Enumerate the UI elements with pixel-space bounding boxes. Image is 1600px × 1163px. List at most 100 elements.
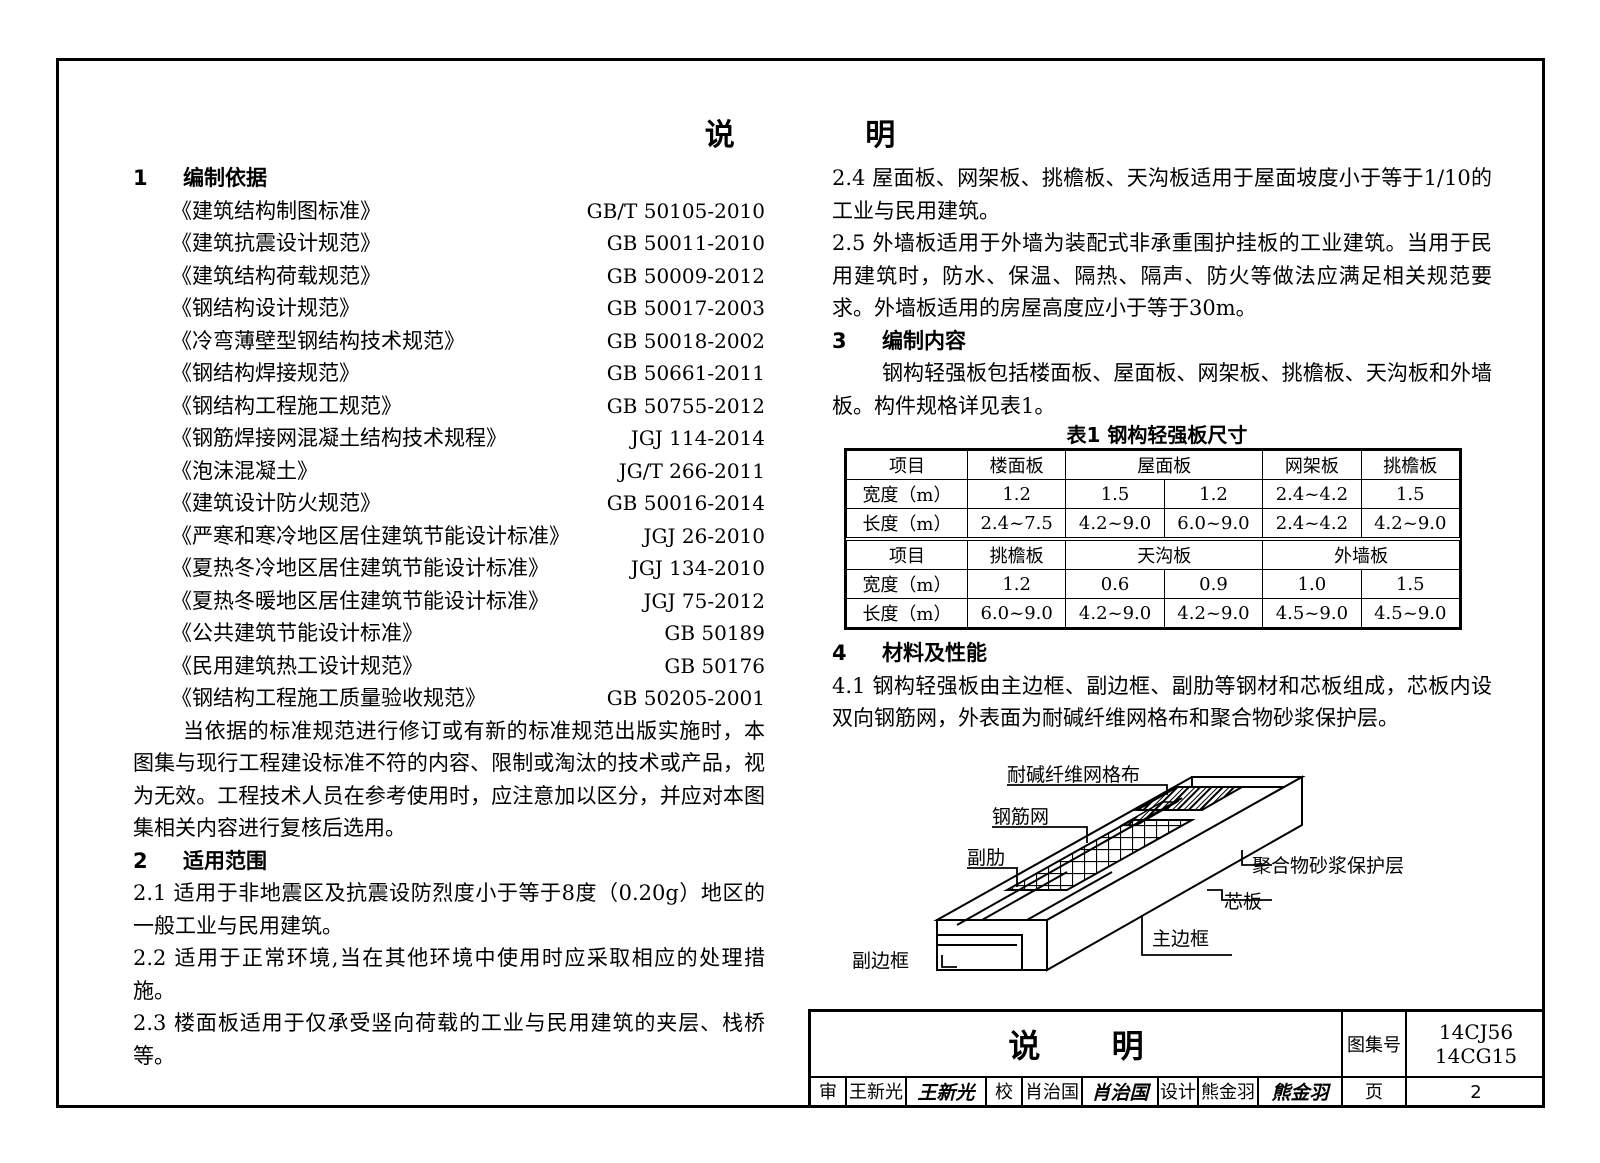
table-caption: 表1 钢构轻强板尺寸 bbox=[1066, 423, 1248, 447]
page-number: 2 bbox=[1470, 1082, 1482, 1103]
reference-code: GB 50011-2010 bbox=[606, 231, 765, 255]
design-signature: 熊金羽 bbox=[1259, 1078, 1343, 1108]
clause-2-2: 2.2 适用于正常环境,当在其他环境中使用时应采取相应的处理措施。 bbox=[133, 946, 765, 1003]
reference-item: 《夏热冬冷地区居住建筑节能设计标准》 JGJ 134-2010 bbox=[133, 552, 765, 585]
title-block-name: 说 明 bbox=[811, 1012, 1343, 1078]
clause-4-1: 4.1 钢构轻强板由主边框、副边框、副肋等钢材和芯板组成，芯板内设双向钢筋网，外… bbox=[832, 673, 1492, 731]
reference-code: GB 50009-2012 bbox=[606, 263, 765, 288]
reference-list: 《建筑结构制图标准》 GB/T 50105-2010 《建筑抗震设计规范》 GB 50… bbox=[133, 195, 765, 715]
reference-title: 《民用建筑热工设计规范》 bbox=[171, 653, 423, 678]
atlas-label: 图集号 bbox=[1343, 1012, 1407, 1078]
right-column: 2.4 屋面板、网架板、挑檐板、天沟板适用于屋面坡度小于等于1/10的工业与民用… bbox=[832, 162, 1492, 735]
reference-title: 《建筑结构制图标准》 bbox=[171, 198, 381, 223]
reference-item: 《泡沫混凝土》 JG/T 266-2011 bbox=[133, 455, 765, 488]
reference-item: 《严寒和寒冷地区居住建筑节能设计标准》 JGJ 26-2010 bbox=[133, 520, 765, 553]
reference-title: 《建筑抗震设计规范》 bbox=[171, 231, 381, 255]
page-label: 页 bbox=[1343, 1078, 1407, 1108]
reference-code: JGJ 26-2010 bbox=[643, 523, 765, 548]
table-header-row: 项目 楼面板 屋面板 网架板 挑檐板 bbox=[846, 450, 1461, 480]
reference-code: GB 50017-2003 bbox=[606, 296, 765, 320]
check-signature: 肖治国 bbox=[1083, 1078, 1159, 1108]
reference-item: 《钢结构工程施工质量验收规范》 GB 50205-2001 bbox=[133, 682, 765, 715]
reference-item: 《公共建筑节能设计标准》 GB 50189 bbox=[133, 617, 765, 650]
clause-2-4: 2.4 屋面板、网架板、挑檐板、天沟板适用于屋面坡度小于等于1/10的工业与民用… bbox=[832, 166, 1492, 223]
table-header-row: 项目 挑檐板 天沟板 外墙板 bbox=[846, 537, 1460, 570]
reference-item: 《民用建筑热工设计规范》 GB 50176 bbox=[133, 650, 765, 683]
reference-code: GB/T 50105-2010 bbox=[586, 198, 765, 223]
reference-item: 《建筑结构荷载规范》 GB 50009-2012 bbox=[133, 260, 765, 293]
reference-title: 《夏热冬冷地区居住建筑节能设计标准》 bbox=[171, 556, 549, 580]
reference-item: 《建筑抗震设计规范》 GB 50011-2010 bbox=[133, 227, 765, 260]
label-main-frame: 主边框 bbox=[1152, 928, 1209, 950]
clause-2-3: 2.3 楼面板适用于仅承受竖向荷载的工业与民用建筑的夹层、栈桥等。 bbox=[133, 1011, 765, 1068]
title-block: 说 明 图集号 14CJ56 14CG15 审核 王新光 王新光 校对 肖治国 … bbox=[808, 1009, 1545, 1108]
reference-item: 《钢结构工程施工规范》 GB 50755-2012 bbox=[133, 390, 765, 423]
reference-title: 《建筑设计防火规范》 bbox=[171, 491, 381, 515]
reference-title: 《钢结构设计规范》 bbox=[171, 296, 360, 320]
label-mesh-cloth: 耐碱纤维网格布 bbox=[1007, 765, 1140, 786]
page-title: 说 明 bbox=[704, 118, 956, 153]
atlas-code: 14CJ56 14CG15 bbox=[1407, 1012, 1545, 1078]
reference-item: 《建筑结构制图标准》 GB/T 50105-2010 bbox=[133, 195, 765, 228]
review-signature: 王新光 bbox=[907, 1078, 987, 1108]
rebar-mesh bbox=[1003, 819, 1196, 891]
reference-item: 《冷弯薄壁型钢结构技术规范》 GB 50018-2002 bbox=[133, 325, 765, 358]
reference-code: JGJ 134-2010 bbox=[630, 556, 765, 580]
reference-code: GB 50016-2014 bbox=[606, 491, 765, 515]
label-rib: 副肋 bbox=[967, 847, 1005, 869]
clause-2-1: 2.1 适用于非地震区及抗震设防烈度小于等于8度（0.20g）地区的一般工业与民… bbox=[133, 881, 765, 938]
section-3-paragraph: 钢构轻强板包括楼面板、屋面板、网架板、挑檐板、天沟板和外墙板。构件规格详见表1。 bbox=[832, 361, 1492, 418]
reference-title: 《夏热冬暖地区居住建筑节能设计标准》 bbox=[171, 588, 549, 613]
reference-title: 《钢结构工程施工规范》 bbox=[171, 393, 402, 418]
reference-code: GB 50661-2011 bbox=[606, 361, 765, 385]
label-core: 芯板 bbox=[1224, 891, 1262, 913]
reference-title: 《公共建筑节能设计标准》 bbox=[171, 621, 423, 645]
label-sub-frame: 副边框 bbox=[852, 950, 909, 972]
label-rebar-mesh: 钢筋网 bbox=[992, 806, 1049, 828]
design-label: 设计 bbox=[1159, 1078, 1199, 1108]
reference-item: 《钢结构设计规范》 GB 50017-2003 bbox=[133, 292, 765, 325]
reference-code: GB 50018-2002 bbox=[606, 328, 765, 353]
design-name: 熊金羽 bbox=[1199, 1078, 1259, 1108]
reference-title: 《泡沫混凝土》 bbox=[171, 458, 318, 483]
reference-title: 《严寒和寒冷地区居住建筑节能设计标准》 bbox=[171, 523, 570, 548]
signature-row: 审核 王新光 王新光 校对 肖治国 肖治国 设计 熊金羽 熊金羽 页 2 bbox=[811, 1078, 1545, 1108]
reference-title: 《钢筋焊接网混凝土结构技术规程》 bbox=[171, 426, 507, 450]
review-name: 王新光 bbox=[847, 1078, 907, 1108]
reference-title: 《冷弯薄壁型钢结构技术规范》 bbox=[171, 328, 465, 353]
reference-code: GB 50189 bbox=[664, 621, 765, 645]
review-label: 审核 bbox=[811, 1078, 847, 1108]
reference-item: 《钢结构焊接规范》 GB 50661-2011 bbox=[133, 357, 765, 390]
reference-title: 《钢结构焊接规范》 bbox=[171, 361, 360, 385]
section-1-paragraph: 当依据的标准规范进行修订或有新的标准规范出版实施时，本图集与现行工程建设标准不符… bbox=[133, 718, 765, 841]
drawing-frame bbox=[56, 58, 1545, 1108]
clause-2-5: 2.5 外墙板适用于外墙为装配式非承重围护挂板的工业建筑。当用于民用建筑时，防水… bbox=[832, 231, 1492, 320]
reference-code: GB 50755-2012 bbox=[606, 393, 765, 418]
reference-item: 《钢筋焊接网混凝土结构技术规程》 JGJ 114-2014 bbox=[133, 422, 765, 455]
panel-diagram: 耐碱纤维网格布 钢筋网 副肋 聚合物砂浆保护层 芯板 主边框 副边框 bbox=[832, 764, 1532, 1005]
reference-title: 《钢结构工程施工质量验收规范》 bbox=[171, 686, 486, 710]
reference-code: JG/T 266-2011 bbox=[618, 458, 765, 483]
reference-code: JGJ 114-2014 bbox=[630, 426, 765, 450]
label-mortar: 聚合物砂浆保护层 bbox=[1252, 855, 1404, 877]
check-name: 肖治国 bbox=[1023, 1078, 1083, 1108]
reference-code: GB 50176 bbox=[664, 653, 765, 678]
reference-item: 《建筑设计防火规范》 GB 50016-2014 bbox=[133, 487, 765, 520]
reference-code: GB 50205-2001 bbox=[606, 686, 765, 710]
reference-code: JGJ 75-2012 bbox=[643, 588, 765, 613]
panel-diagram-svg: 耐碱纤维网格布 钢筋网 副肋 聚合物砂浆保护层 芯板 主边框 副边框 bbox=[852, 764, 1404, 972]
reference-title: 《建筑结构荷载规范》 bbox=[171, 263, 381, 288]
reference-item: 《夏热冬暖地区居住建筑节能设计标准》 JGJ 75-2012 bbox=[133, 585, 765, 618]
check-label: 校对 bbox=[987, 1078, 1023, 1108]
